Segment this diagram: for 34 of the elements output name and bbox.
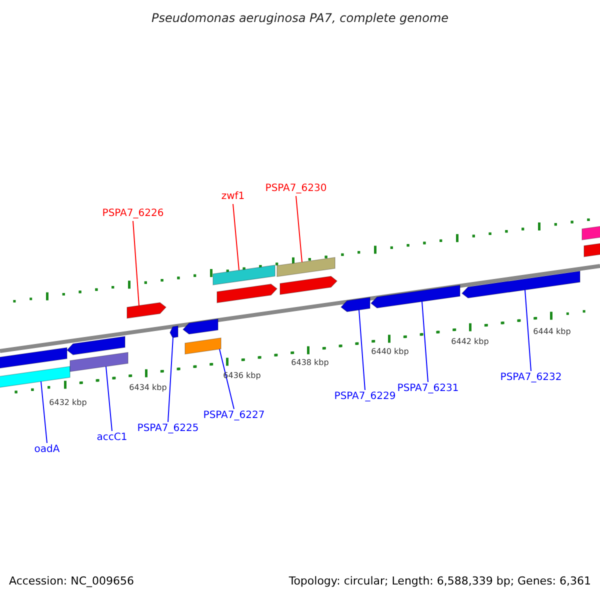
gene-label: PSPA7_6230: [265, 184, 327, 194]
gene-block: [170, 325, 178, 338]
footer-note: Topology: circular; Length: 6,588,339 bp; Genes: 6,361: [288, 576, 591, 586]
gene-block: [276, 256, 336, 278]
gene-block: [461, 270, 580, 298]
gene-block: [212, 264, 276, 286]
leader-line: [358, 310, 366, 390]
scale-label: 6440 kbp: [371, 348, 409, 356]
gene-block: [340, 296, 370, 312]
gene-block: [70, 352, 128, 372]
leader-line: [40, 381, 48, 444]
diagram-title: Pseudomonas aeruginosa PA7, complete genome: [151, 12, 449, 24]
footer-note: Accession: NC_009656: [9, 576, 134, 586]
gene-label: PSPA7_6227: [203, 411, 265, 421]
gene-block: [126, 302, 167, 319]
gene-block: [0, 366, 70, 388]
leader-line: [106, 366, 112, 432]
gene-label: accC1: [96, 433, 128, 443]
leader-line: [168, 337, 174, 422]
leader-line: [524, 289, 532, 372]
leader-line: [422, 301, 428, 382]
gene-label: PSPA7_6226: [102, 209, 164, 219]
leader-line: [132, 220, 140, 306]
gene-label: PSPA7_6229: [334, 392, 396, 402]
gene-label: zwf1: [221, 192, 245, 202]
gene-label: PSPA7_6231: [397, 384, 459, 394]
scale-label: 6438 kbp: [291, 359, 329, 367]
gene-block: [184, 337, 222, 355]
gene-label: oadA: [34, 445, 60, 455]
gene-label: PSPA7_6232: [500, 373, 562, 383]
scale-label: 6442 kbp: [451, 338, 489, 346]
leader-line: [232, 204, 240, 271]
gene-label: PSPA7_6225: [137, 424, 199, 434]
leader-line: [296, 196, 302, 263]
